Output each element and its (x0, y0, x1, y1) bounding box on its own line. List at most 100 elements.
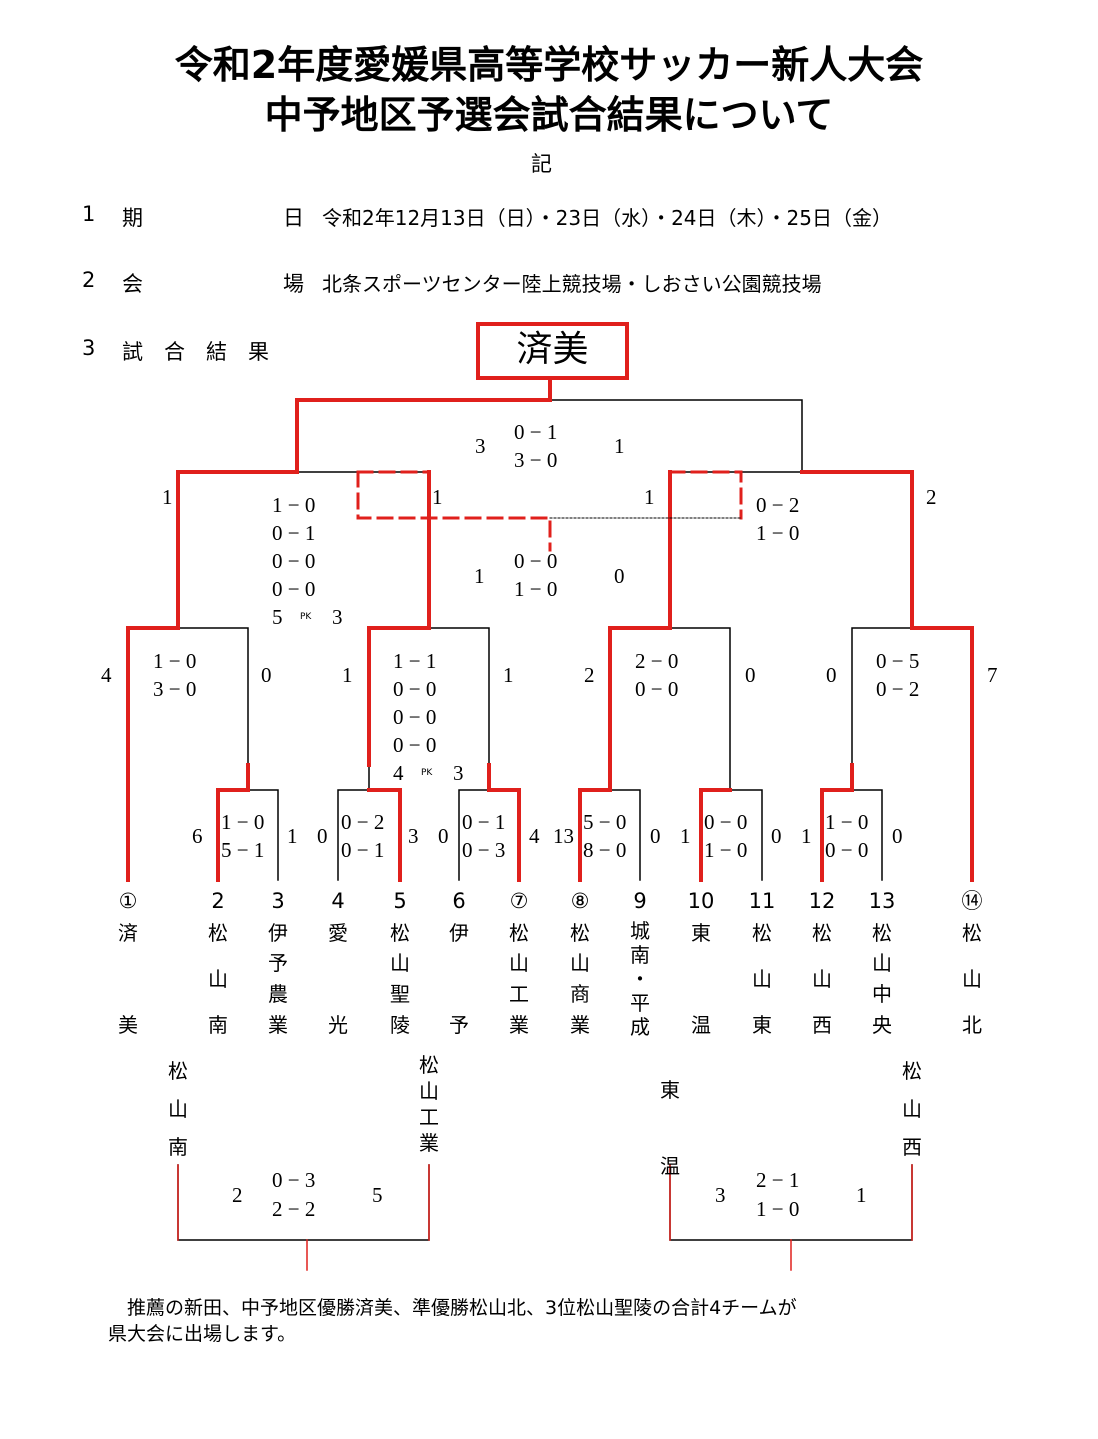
team-name-part: 予 (268, 951, 288, 975)
team-seed: ⑦ (509, 889, 529, 913)
r1-3-half-1: 0 − 1 (462, 810, 506, 834)
qf2-right-score: 1 (503, 663, 514, 687)
qf2-left-score: 1 (342, 663, 353, 687)
team-seed: ⑭ (961, 889, 983, 913)
sf-left-line-3: 0 − 0 (272, 549, 316, 573)
team-name-part: 西 (812, 1013, 832, 1037)
qf1-left-score: 4 (101, 663, 112, 687)
playoff1-team-right: 松山工業 (419, 1053, 439, 1155)
sf-right-right-score: 2 (926, 485, 937, 509)
third-line-2: 1 − 0 (514, 577, 558, 601)
team-name-part: 中 (872, 982, 892, 1006)
r1-3-half-2: 0 − 3 (462, 838, 506, 862)
r1-2-half-2: 0 − 1 (341, 838, 385, 862)
sf-left-line-4: 0 − 0 (272, 577, 316, 601)
playoff1-half-1: 0 − 3 (272, 1168, 316, 1192)
r1-5-half-1: 0 − 0 (704, 810, 748, 834)
team-name-part: 成 (630, 1015, 650, 1039)
team-seed: 12 (808, 889, 836, 913)
r1-6-right-score: 0 (892, 824, 903, 848)
team-seed: 11 (748, 889, 776, 913)
team-name-part: 松 (390, 921, 410, 945)
qf2-line-1: 1 − 1 (393, 649, 437, 673)
team-seed: 3 (271, 889, 285, 913)
sf-left-pk-right: 3 (332, 605, 343, 629)
team-col-9: 9 城 南 ・ 平 成 (625, 884, 655, 1050)
venue-label-a: 会 (122, 272, 143, 296)
team-seed: 6 (452, 889, 466, 913)
playoff1-half-2: 2 − 2 (272, 1197, 316, 1221)
team-name-part: 予 (449, 1013, 469, 1037)
team-name-part: 山 (208, 967, 228, 991)
qf3-right-score: 0 (745, 663, 756, 687)
note-line1: 推薦の新田、中予地区優勝済美、準優勝松山北、3位松山聖陵の合計4チームが (108, 1297, 797, 1319)
qf2-pk-right: 3 (453, 761, 464, 785)
venue-number: 2 (82, 268, 96, 292)
r1-1-left-score: 6 (192, 824, 203, 848)
team-name-part: 工 (509, 982, 529, 1006)
team-col-11: 11 松 山 東 (747, 884, 777, 1050)
playoff2-team-left: 東温 (660, 1078, 680, 1178)
r1-6-half-1: 1 − 0 (825, 810, 869, 834)
team-col-5: 5 松 山 聖 陵 (385, 884, 415, 1050)
sf-left-pk-label: PK (300, 612, 312, 622)
r1-4-left-score: 13 (553, 824, 574, 848)
team-col-14: ⑭ 松 山 北 (957, 884, 987, 1050)
team-name-part: 松 (208, 921, 228, 945)
team-seed: 2 (211, 889, 225, 913)
team-name-part: 山 (752, 967, 772, 991)
r1-5-right-score: 0 (771, 824, 782, 848)
ki-mark: 記 (531, 152, 552, 176)
team-seed: ① (118, 889, 138, 913)
team-name-part: 松 (872, 921, 892, 945)
team-name-part: 山 (962, 967, 982, 991)
team-col-1: ① 済 美 (113, 884, 143, 1050)
playoff2-team-right: 松山西 (902, 1059, 922, 1159)
team-name-part: 温 (691, 1013, 711, 1037)
qf4-line-2: 0 − 2 (876, 677, 920, 701)
champion-box: 済美 (476, 322, 629, 380)
sf-left-pk-left: 5 (272, 605, 283, 629)
date-number: 1 (82, 202, 96, 226)
r1-2-half-1: 0 − 2 (341, 810, 385, 834)
team-name-part: 山 (812, 967, 832, 991)
team-col-13: 13 松 山 中 央 (867, 884, 897, 1050)
final-right-score: 1 (614, 434, 625, 458)
team-name-part: 松 (509, 921, 529, 945)
third-left-score: 1 (474, 564, 485, 588)
qf2-pk-left: 4 (393, 761, 404, 785)
sf-left-left-score: 1 (162, 485, 173, 509)
r1-1-half-2: 5 − 1 (221, 838, 265, 862)
r1-2-left-score: 0 (317, 824, 328, 848)
page-title-line1: 令和2年度愛媛県高等学校サッカー新人大会 (174, 43, 924, 87)
playoff1-left-score: 2 (232, 1183, 243, 1207)
team-name-part: 業 (268, 1013, 288, 1037)
team-seed: 13 (868, 889, 896, 913)
team-col-4: 4 愛 光 (323, 884, 353, 1050)
venue-label-b: 場 (283, 272, 304, 296)
note-line2: 県大会に出場します。 (108, 1323, 297, 1345)
venue-value: 北条スポーツセンター陸上競技場・しおさい公園競技場 (322, 272, 822, 296)
team-col-12: 12 松 山 西 (807, 884, 837, 1050)
r1-5-left-score: 1 (680, 824, 691, 848)
team-col-3: 3 伊 予 農 業 (263, 884, 293, 1050)
team-name-part: 伊 (449, 921, 469, 945)
playoff2-right-score: 1 (856, 1183, 867, 1207)
qf3-line-1: 2 − 0 (635, 649, 679, 673)
team-name-part: 松 (962, 921, 982, 945)
qf4-right-score: 7 (987, 663, 998, 687)
team-name-part: 松 (570, 921, 590, 945)
team-name-part: 山 (570, 951, 590, 975)
sf-right-line-2: 1 − 0 (756, 521, 800, 545)
qf2-pk-label: PK (421, 768, 433, 778)
team-name-part: 光 (328, 1013, 348, 1037)
team-name-part: 央 (872, 1013, 892, 1037)
r1-6-half-2: 0 − 0 (825, 838, 869, 862)
final-half-2: 3 − 0 (514, 448, 558, 472)
qf2-line-2: 0 − 0 (393, 677, 437, 701)
playoff2-half-2: 1 − 0 (756, 1197, 800, 1221)
qf1-right-score: 0 (261, 663, 272, 687)
qf1-line-2: 3 − 0 (153, 677, 197, 701)
team-name-part: 伊 (268, 921, 288, 945)
team-name-part: 商 (570, 982, 590, 1006)
